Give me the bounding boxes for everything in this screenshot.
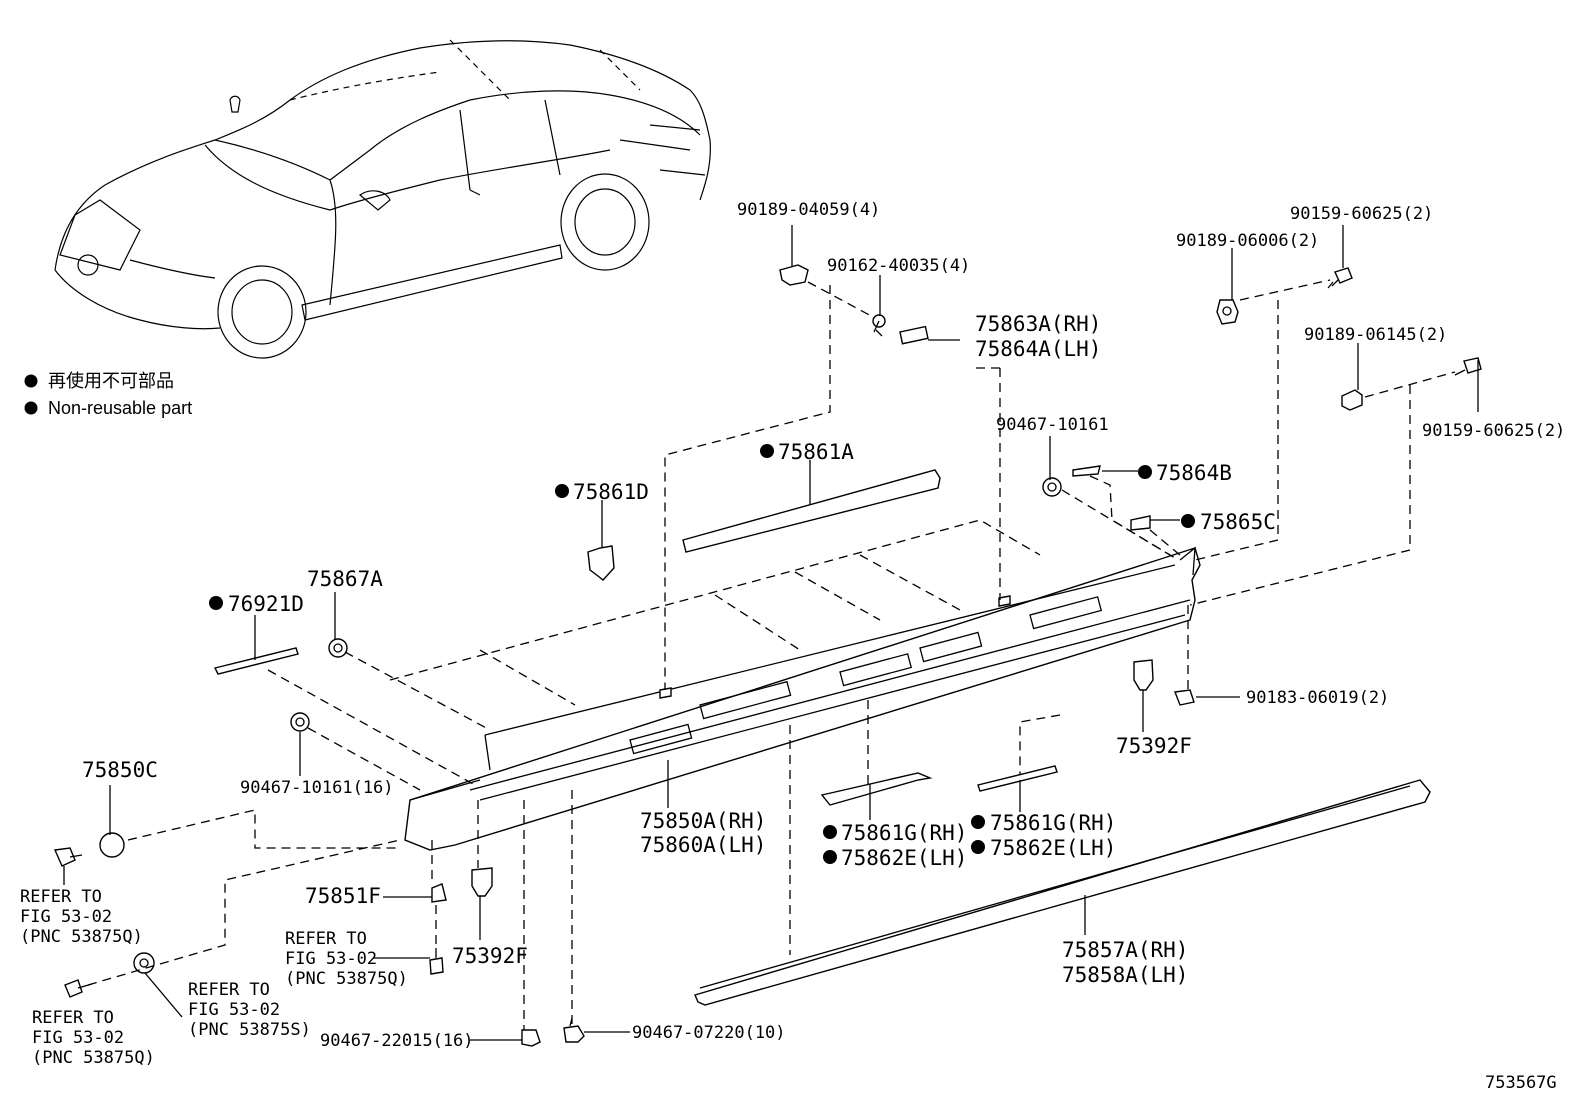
leader-lines — [63, 225, 1479, 1041]
nut-refer-bottom-mid-icon — [133, 952, 155, 974]
pad-75865c — [1130, 515, 1151, 531]
label-75861g-mid: 75861G(RH) — [841, 821, 967, 845]
filled-circle-icon — [823, 850, 837, 864]
label-75857a: 75857A(RH) — [1062, 938, 1188, 962]
pad-75863a — [899, 325, 929, 345]
strip-75861g-mid — [820, 772, 933, 806]
clip-75867a-icon — [328, 638, 348, 658]
pad-75864b — [1072, 465, 1101, 477]
svg-text:(PNC 53875Q): (PNC 53875Q) — [285, 969, 408, 989]
label-90183-06019: 90183-06019(2) — [1246, 688, 1389, 708]
label-75861d: 75861D — [573, 480, 649, 504]
bracket-75861d — [587, 545, 615, 581]
filled-circle-icon — [823, 825, 837, 839]
clip-75851f-icon — [431, 883, 447, 903]
label-90467-22015: 90467-22015(16) — [320, 1031, 474, 1051]
legend: 再使用不可部品 Non-reusable part — [24, 371, 192, 418]
svg-text:REFER TO: REFER TO — [188, 980, 270, 1000]
bolt-refer-center-icon — [429, 948, 444, 975]
legend-japanese: 再使用不可部品 — [48, 371, 174, 391]
clip-90189-04059-icon — [779, 264, 809, 286]
svg-text:(PNC 53875Q): (PNC 53875Q) — [20, 927, 143, 947]
lower-garnish — [694, 779, 1431, 1006]
svg-text:FIG 53-02: FIG 53-02 — [285, 949, 377, 969]
strip-75861g-right — [977, 765, 1058, 792]
filled-circle-icon — [971, 815, 985, 829]
screw-90159-60625-right-icon — [1454, 357, 1482, 376]
label-90467-10161-16: 90467-10161(16) — [240, 778, 394, 798]
filled-circle-icon — [1138, 465, 1152, 479]
screw-90159-60625-top-icon — [1327, 267, 1353, 289]
label-90159-60625-right: 90159-60625(2) — [1422, 421, 1565, 441]
refer-note-bottom-mid: REFER TO FIG 53-02 (PNC 53875S) — [188, 980, 311, 1040]
label-75860a: 75860A(LH) — [640, 833, 766, 857]
label-75861a: 75861A — [778, 440, 854, 464]
svg-text:REFER TO: REFER TO — [285, 929, 367, 949]
label-75850a: 75850A(RH) — [640, 809, 766, 833]
label-90467-10161: 90467-10161 — [996, 415, 1109, 435]
clip-90467-10161-16-icon — [290, 712, 310, 732]
figure-code: 753567G — [1485, 1073, 1557, 1093]
filled-circle-icon — [760, 444, 774, 458]
label-90189-06006: 90189-06006(2) — [1176, 231, 1319, 251]
nut-90189-06006-icon — [1216, 299, 1239, 325]
refer-note-bottom-left: REFER TO FIG 53-02 (PNC 53875Q) — [32, 1008, 155, 1068]
label-75863a: 75863A(RH) — [975, 312, 1101, 336]
label-90162-40035: 90162-40035(4) — [827, 256, 970, 276]
svg-text:(PNC 53875S): (PNC 53875S) — [188, 1020, 311, 1040]
non-reusable-marker-icon — [24, 401, 38, 415]
label-90189-04059: 90189-04059(4) — [737, 200, 880, 220]
label-75858a: 75858A(LH) — [1062, 963, 1188, 987]
label-90189-06145: 90189-06145(2) — [1304, 325, 1447, 345]
legend-english: Non-reusable part — [48, 398, 192, 418]
part-labels: 90189-04059(4) 90162-40035(4) 75863A(RH)… — [82, 200, 1565, 1051]
label-75851f: 75851F — [305, 884, 381, 908]
refer-note-center: REFER TO FIG 53-02 (PNC 53875Q) — [285, 929, 408, 989]
svg-text:REFER TO: REFER TO — [20, 887, 102, 907]
pin-75392f-left-icon — [471, 867, 493, 897]
screw-90162-40035-icon — [872, 314, 886, 337]
refer-note-left-top: REFER TO FIG 53-02 (PNC 53875Q) — [20, 887, 143, 947]
filled-circle-icon — [209, 596, 223, 610]
clip-90189-06145-icon — [1341, 389, 1363, 411]
svg-text:(PNC 53875Q): (PNC 53875Q) — [32, 1048, 155, 1068]
filled-circle-icon — [555, 484, 569, 498]
clip-90467-10161-top-icon — [1042, 477, 1062, 497]
filled-circle-icon — [971, 840, 985, 854]
cap-75850c-icon — [99, 832, 125, 858]
label-75865c: 75865C — [1200, 510, 1276, 534]
rocker-panel-moulding — [404, 546, 1201, 851]
label-90467-07220: 90467-07220(10) — [632, 1023, 786, 1043]
bolt-refer-left-icon — [53, 847, 83, 867]
label-75392f-left: 75392F — [452, 944, 528, 968]
pin-75392f-right-icon — [1133, 659, 1154, 691]
label-75864a: 75864A(LH) — [975, 337, 1101, 361]
label-75862e-right: 75862E(LH) — [990, 836, 1116, 860]
strip-76921d — [213, 647, 299, 675]
label-75862e-mid: 75862E(LH) — [841, 846, 967, 870]
clip-90467-22015-icon — [521, 1029, 541, 1047]
filled-circle-icon — [1181, 514, 1195, 528]
label-75850c: 75850C — [82, 758, 158, 782]
label-75864b: 75864B — [1156, 461, 1232, 485]
svg-text:FIG 53-02: FIG 53-02 — [188, 1000, 280, 1020]
non-reusable-marker-icon — [24, 374, 38, 388]
assembly-lines — [87, 279, 1456, 1030]
label-90159-60625-top: 90159-60625(2) — [1290, 204, 1433, 224]
fasteners — [53, 264, 1482, 1047]
strip-75861a — [682, 469, 941, 553]
label-75867a: 75867A — [307, 567, 383, 591]
label-76921d: 76921D — [228, 592, 304, 616]
clip-90183-06019-icon — [1174, 689, 1195, 706]
svg-text:FIG 53-02: FIG 53-02 — [20, 907, 112, 927]
label-75392f-right: 75392F — [1116, 734, 1192, 758]
bolt-refer-bottom-left-icon — [64, 979, 93, 998]
clip-90467-07220-icon — [563, 1017, 585, 1043]
svg-text:FIG 53-02: FIG 53-02 — [32, 1028, 124, 1048]
svg-text:REFER TO: REFER TO — [32, 1008, 114, 1028]
non-reusable-bullets — [209, 444, 1195, 864]
label-75861g-right: 75861G(RH) — [990, 811, 1116, 835]
car-illustration — [54, 39, 711, 359]
